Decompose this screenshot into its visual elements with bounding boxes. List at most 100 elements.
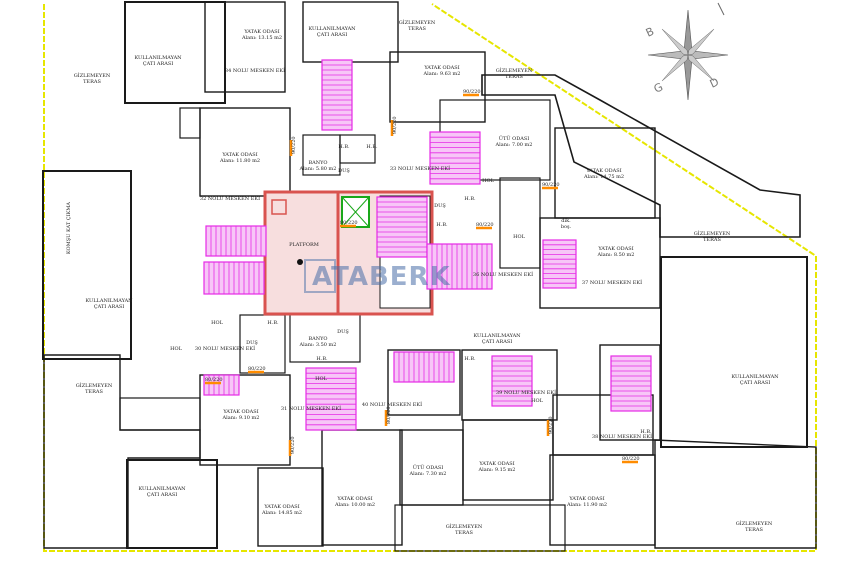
room-label-line: TERAS bbox=[85, 389, 103, 395]
room-label-line: Alanı: 14.75 m2 bbox=[583, 174, 624, 180]
room-label-meskeni-30: 30 NOLU MESKEN EKİ bbox=[195, 345, 255, 352]
room-label-hb-6: H.B. bbox=[316, 356, 328, 362]
compass-rose: B G D bbox=[644, 2, 729, 101]
room-label-line: Alanı: 10.00 m2 bbox=[334, 502, 375, 508]
room-label-line: HOL bbox=[482, 178, 494, 184]
stair-flight bbox=[376, 196, 428, 258]
room-label-line: GİZLEMEYEN bbox=[694, 230, 731, 237]
room-label-line: KULLANILMAYAN bbox=[731, 374, 779, 380]
room-label-line: YATAK ODASI bbox=[336, 496, 372, 502]
door-size-tag: 90/220 bbox=[291, 136, 297, 154]
room-label-line: TERAS bbox=[83, 79, 101, 85]
room-label-line: Alanı: 9.10 m2 bbox=[222, 415, 260, 421]
room-label-line: HOL bbox=[315, 376, 327, 382]
room-label-line: HOL bbox=[531, 398, 543, 404]
room-label-line: DUŞ bbox=[434, 203, 446, 209]
stair-flight bbox=[305, 367, 357, 431]
room-label-line: ÇATI ARASI bbox=[94, 304, 124, 310]
door-size-tag: 80/220 bbox=[386, 406, 392, 424]
door: 90/220 bbox=[390, 116, 398, 136]
room-label-line: Alanı: 11.90 m2 bbox=[566, 502, 607, 508]
stair-flight bbox=[393, 351, 455, 383]
stair-flight bbox=[491, 355, 533, 407]
room-label-hb-2: H.B. bbox=[366, 144, 378, 150]
door: 90/220 bbox=[463, 89, 481, 97]
room-label-line: HOL bbox=[211, 320, 223, 326]
door: 90/220 bbox=[288, 436, 296, 456]
room-label-komsu: KOMŞU KAT ÇIKMA bbox=[66, 202, 72, 254]
room-label-line: Alanı: 9.15 m2 bbox=[478, 467, 516, 473]
door-size-tag: 90/220 bbox=[392, 116, 398, 134]
room-label-line: H.B. bbox=[366, 144, 378, 150]
compass-letter-b: B bbox=[644, 25, 656, 40]
room-label-meskeni-31: 31 NOLU MESKEN EKİ bbox=[281, 405, 341, 412]
room-label-line: H.B. bbox=[338, 144, 350, 150]
room-label-hol-3: HOL bbox=[513, 234, 525, 240]
room-label-line: ÇATI ARASI bbox=[740, 380, 770, 386]
room-label-line: GİZLEMEYEN bbox=[399, 19, 436, 26]
room-label-hb-4: H.B. bbox=[436, 222, 448, 228]
room-label-hol-1: HOL bbox=[211, 320, 223, 326]
door-size-tag: 90/220 bbox=[542, 182, 560, 188]
room-label-line: ÜTÜ ODASI bbox=[413, 464, 443, 471]
room-label-line: Alanı: 7.00 m2 bbox=[495, 142, 533, 148]
room-label-line: TERAS bbox=[455, 530, 473, 536]
door-size-tag: 90/220 bbox=[463, 89, 481, 95]
room-label-line: 30 NOLU MESKEN EKİ bbox=[195, 345, 255, 352]
room-label-hol-5: HOL bbox=[315, 376, 327, 382]
stair-flight bbox=[205, 225, 267, 257]
room-label-line: 32 NOLU MESKEN EKİ bbox=[200, 195, 260, 202]
room-label-hol-2: HOL bbox=[482, 178, 494, 184]
room-label-line: H.B. bbox=[640, 429, 652, 435]
room-label-line: GİZLEMEYEN bbox=[736, 520, 773, 527]
room-label-line: H.B. bbox=[464, 356, 476, 362]
room-label-line: GİZLEMEYEN bbox=[74, 72, 111, 79]
room-label-line: YATAK ODASI bbox=[585, 168, 621, 174]
room-label-line: KULLANILMAYAN bbox=[308, 26, 356, 32]
room-label-line: Alanı: 7.30 m2 bbox=[409, 471, 447, 477]
room-label-dik-bos: dik.boş. bbox=[561, 218, 572, 230]
door: 80/220 bbox=[476, 222, 494, 230]
room-label-line: H.B. bbox=[464, 196, 476, 202]
room-label-meskeni-36: 36 NOLU MESKEN EKİ bbox=[473, 271, 533, 278]
room-label-line: GİZLEMEYEN bbox=[496, 67, 533, 74]
room-label-line: 40 NOLU MESKEN EKİ bbox=[362, 401, 422, 408]
room-label-line: 34 NOLU MESKEN EKİ bbox=[225, 67, 285, 74]
room-label-line: H.B. bbox=[316, 356, 328, 362]
room-label-line: 36 NOLU MESKEN EKİ bbox=[473, 271, 533, 278]
room-label-hb-1: H.B. bbox=[338, 144, 350, 150]
room-label-hb-5: H.B. bbox=[267, 320, 279, 326]
door-size-tag: 80/220 bbox=[476, 222, 494, 228]
room-label-hb-3: H.B. bbox=[464, 196, 476, 202]
doors-layer: 90/220 90/220 90/220 80/220 80/220 80/220 90/2… bbox=[205, 89, 640, 464]
room-label-line: TERAS bbox=[408, 26, 426, 32]
watermark-frame bbox=[304, 259, 336, 293]
room-label-line: KULLANILMAYAN bbox=[138, 486, 186, 492]
room-label-line: HOL bbox=[513, 234, 525, 240]
stairs-layer bbox=[203, 59, 652, 431]
room-label-line: HOL bbox=[170, 346, 182, 352]
room-label-line: DUŞ bbox=[246, 340, 258, 346]
room-label-line: PLATFORM bbox=[289, 242, 319, 248]
door-size-tag: 80/220 bbox=[248, 366, 266, 372]
room-label-line: KULLANILMAYAN bbox=[85, 298, 133, 304]
room-label-line: YATAK ODASI bbox=[568, 496, 604, 502]
room-label-line: Alanı: 14.85 m2 bbox=[261, 510, 302, 516]
stair-flight bbox=[429, 131, 481, 185]
room-label-line: YATAK ODASI bbox=[243, 29, 279, 35]
stair-flight bbox=[610, 355, 652, 412]
room-label-line: GİZLEMEYEN bbox=[446, 523, 483, 530]
